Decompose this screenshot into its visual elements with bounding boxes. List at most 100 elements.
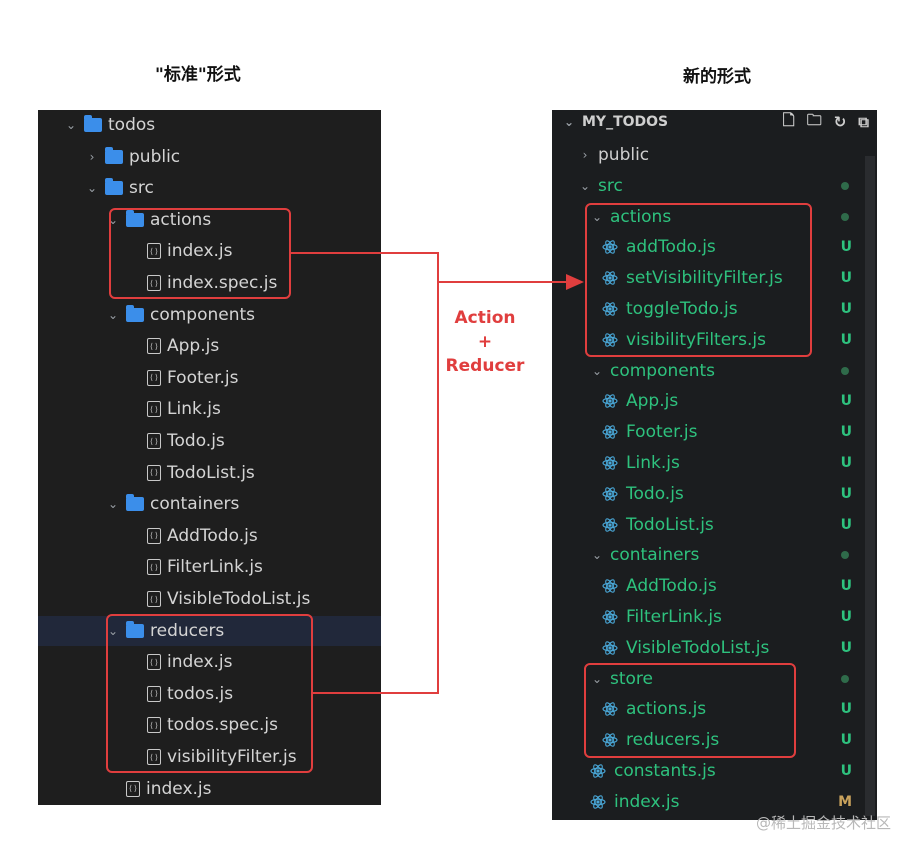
- chevron-right-icon[interactable]: ›: [89, 149, 95, 164]
- js-file-icon: ⟨⟩: [147, 591, 161, 607]
- explorer-item-label: visibilityFilters.js: [626, 329, 766, 350]
- tree-item-label: AddTodo.js: [167, 525, 258, 546]
- tree-folder-containers[interactable]: ⌄containers: [38, 489, 381, 519]
- tree-file[interactable]: ⟨⟩App.js: [38, 331, 381, 361]
- tree-file[interactable]: ⟨⟩index.spec.js: [38, 268, 381, 298]
- chevron-down-icon[interactable]: ⌄: [563, 115, 575, 129]
- explorer-item-label: Todo.js: [626, 483, 684, 504]
- explorer-item-label: AddTodo.js: [626, 576, 717, 597]
- tree-item-label: reducers: [150, 620, 225, 641]
- tree-file[interactable]: ⟨⟩todos.js: [38, 679, 381, 709]
- chevron-down-icon[interactable]: ⌄: [107, 212, 119, 227]
- js-file-icon: ⟨⟩: [147, 717, 161, 734]
- chevron-down-icon[interactable]: ⌄: [591, 209, 603, 224]
- tree-folder-reducers[interactable]: ⌄ reducers: [38, 615, 381, 646]
- tree-file[interactable]: ⟨⟩TodoList.js: [38, 458, 381, 488]
- chevron-down-icon[interactable]: ⌄: [65, 118, 77, 132]
- tree-item-label: index.js: [146, 778, 212, 799]
- watermark: @稀土掘金技术社区: [755, 814, 891, 832]
- tree-folder-todos[interactable]: ⌄ todos: [38, 110, 381, 140]
- tree-item-label: public: [129, 146, 181, 167]
- tree-file[interactable]: ⟨⟩Link.js: [38, 394, 381, 424]
- react-file-icon: [602, 425, 618, 439]
- tree-item-label: VisibleTodoList.js: [167, 589, 311, 609]
- tree-file[interactable]: ⟨⟩visibilityFilter.js: [38, 742, 381, 772]
- react-file-icon: [602, 240, 618, 255]
- explorer-file[interactable]: TodoList.js U: [552, 510, 877, 540]
- git-status-badge: U: [840, 301, 852, 317]
- git-status-badge: U: [840, 763, 852, 779]
- chevron-down-icon[interactable]: ⌄: [107, 497, 119, 512]
- tree-file[interactable]: ⟨⟩Todo.js: [38, 426, 381, 456]
- caption-standard-form: "标准"形式: [155, 65, 241, 85]
- git-status-badge: U: [840, 455, 852, 471]
- tree-folder-components[interactable]: ⌄ components: [38, 300, 381, 330]
- chevron-right-icon[interactable]: ›: [582, 148, 588, 162]
- new-file-icon[interactable]: 🗋: [782, 110, 795, 129]
- git-status-badge: U: [840, 578, 852, 595]
- explorer-folder-containers[interactable]: ⌄containers: [552, 540, 877, 570]
- tree-folder-src[interactable]: ⌄src: [38, 173, 381, 203]
- explorer-folder-components[interactable]: ⌄components: [552, 356, 877, 386]
- chevron-down-icon[interactable]: ⌄: [107, 623, 119, 638]
- explorer-folder-public[interactable]: ›public: [552, 140, 877, 170]
- tree-folder-public[interactable]: › public: [38, 142, 381, 172]
- chevron-down-icon[interactable]: ⌄: [86, 181, 98, 196]
- tree-file[interactable]: ⟨⟩ VisibleTodoList.js: [38, 584, 381, 614]
- tree-file[interactable]: ⟨⟩Footer.js: [38, 363, 381, 393]
- js-file-icon: ⟨⟩: [147, 433, 161, 449]
- tree-file[interactable]: ⟨⟩FilterLink.js: [38, 552, 381, 582]
- explorer-header[interactable]: ⌄ MY_TODOS 🗋 🗀 ↻ ⧉: [552, 110, 877, 134]
- explorer-file[interactable]: AddTodo.js U: [552, 571, 877, 601]
- folder-icon: [105, 146, 123, 164]
- collapse-all-icon[interactable]: ⧉: [858, 113, 869, 131]
- highlight-box-left-reducers: [106, 614, 313, 773]
- explorer-item-label: Footer.js: [626, 422, 698, 443]
- highlight-box-right-actions: [585, 203, 812, 357]
- workspace-title: MY_TODOS: [582, 114, 669, 130]
- tree-file[interactable]: ⟨⟩index.js: [38, 774, 381, 804]
- arrow-label-reducer: Reducer: [445, 356, 525, 376]
- explorer-folder-actions[interactable]: ⌄actions: [552, 202, 877, 232]
- explorer-scrollbar[interactable]: [865, 156, 875, 816]
- chevron-down-icon[interactable]: ⌄: [107, 307, 119, 322]
- git-status-dot: [841, 212, 849, 221]
- tree-file[interactable]: ⟨⟩AddTodo.js: [38, 521, 381, 551]
- git-status-badge: U: [840, 516, 852, 533]
- tree-item-label: visibilityFilter.js: [167, 747, 297, 767]
- chevron-down-icon[interactable]: ⌄: [579, 178, 591, 193]
- chevron-down-icon[interactable]: ⌄: [591, 363, 603, 378]
- tree-folder-actions[interactable]: ⌄actions: [38, 205, 381, 235]
- git-status-badge: U: [840, 609, 852, 625]
- tree-item-label: components: [150, 304, 256, 325]
- tree-item-label: Footer.js: [167, 367, 239, 388]
- arrow-head-icon: [566, 274, 584, 290]
- tree-file[interactable]: ⟨⟩index.js: [38, 647, 381, 677]
- git-status-dot: [841, 181, 849, 190]
- tree-item-label: todos: [108, 115, 156, 135]
- refresh-icon[interactable]: ↻: [833, 113, 847, 131]
- chevron-down-icon[interactable]: ⌄: [591, 671, 603, 686]
- explorer-item-label: TodoList.js: [626, 514, 714, 535]
- explorer-folder-store[interactable]: ⌄store: [552, 664, 877, 694]
- react-file-icon: [602, 394, 618, 409]
- tree-file[interactable]: ⟨⟩todos.spec.js: [38, 710, 381, 740]
- new-folder-icon[interactable]: 🗀: [806, 110, 822, 129]
- explorer-folder-src[interactable]: ⌄src: [552, 171, 877, 201]
- tree-file[interactable]: ⟨⟩index.js: [38, 236, 381, 266]
- chevron-down-icon[interactable]: ⌄: [591, 548, 603, 563]
